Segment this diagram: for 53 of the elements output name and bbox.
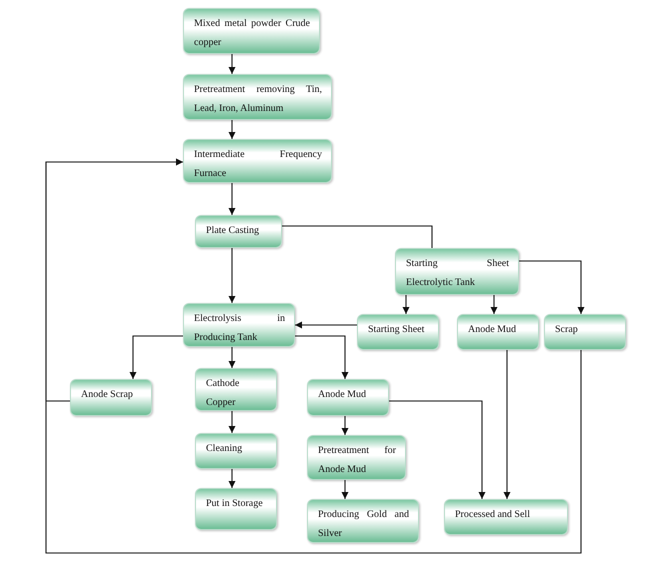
arrow (130, 335, 183, 379)
arrow (228, 469, 236, 488)
arrow (295, 322, 357, 328)
arrow (342, 480, 348, 499)
arrow (504, 350, 510, 499)
box-label: Cleaning (206, 442, 244, 456)
arrow (228, 120, 236, 139)
process-box (183, 8, 320, 54)
process-box (183, 303, 295, 347)
arrow (402, 295, 410, 314)
box-label: Anode Mud (318, 388, 368, 402)
box-label: Pretreatment removing Tin, Lead, Iron, Aluminum (194, 83, 322, 116)
arrow (295, 335, 348, 379)
arrow (45, 158, 582, 554)
box-label: Producing Gold and Silver (318, 508, 409, 541)
process-box (307, 379, 389, 416)
process-box (544, 314, 626, 350)
box-label: Pretreatment for Anode Mud (318, 444, 396, 477)
process-box (195, 368, 277, 411)
box-label: Processed and Sell (455, 508, 531, 522)
process-box (307, 435, 406, 480)
arrow (228, 411, 236, 433)
box-label: Starting Sheet Electrolytic Tank (406, 257, 509, 290)
arrow (519, 260, 584, 314)
box-label: Electrolysis in Producing Tank (194, 312, 285, 345)
arrow (228, 183, 236, 215)
connector-line (282, 225, 433, 248)
process-box (307, 499, 419, 543)
process-box (195, 433, 277, 469)
arrow (228, 248, 236, 303)
arrow (228, 347, 236, 368)
box-label: Scrap (555, 323, 579, 337)
box-label: Anode Scrap (81, 388, 134, 402)
box-label: Mixed metal powder Crude copper (194, 17, 310, 50)
process-box (457, 314, 539, 350)
process-box (183, 74, 332, 120)
process-box (444, 499, 568, 535)
box-label: Anode Mud (468, 323, 518, 337)
arrow (490, 295, 498, 314)
process-box (395, 248, 519, 295)
process-box (195, 215, 282, 248)
box-label: Plate Casting (206, 224, 260, 238)
box-label: Cathode Copper (206, 377, 240, 410)
box-label: Starting Sheet (368, 323, 426, 337)
arrow (389, 400, 486, 499)
arrow (228, 54, 236, 74)
box-label: Put in Storage (206, 497, 264, 511)
box-label: Intermediate Frequency Furnace (194, 148, 322, 181)
process-box (183, 139, 332, 183)
process-box (195, 488, 277, 530)
process-box (70, 379, 152, 416)
process-box (357, 314, 439, 350)
arrow (342, 416, 348, 435)
